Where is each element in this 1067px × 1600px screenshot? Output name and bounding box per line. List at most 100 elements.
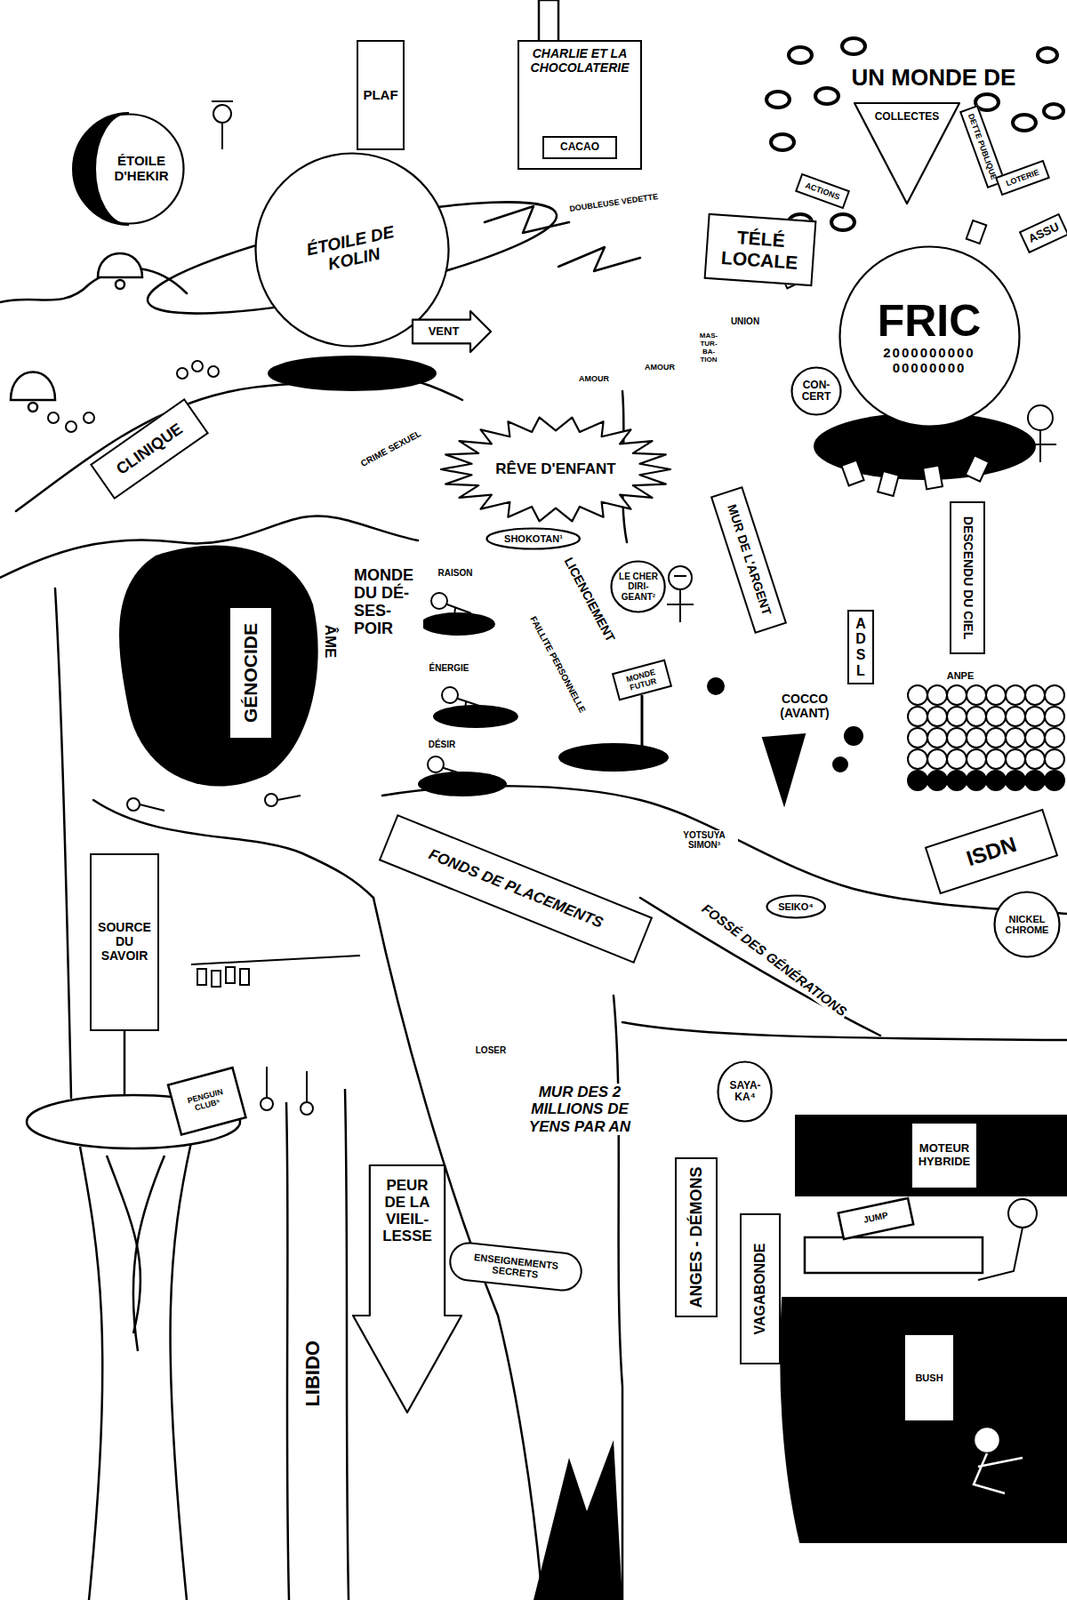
tiny-figure (213, 104, 232, 123)
tiny-figure (139, 804, 165, 811)
node-text: CON- CERT (798, 379, 835, 404)
fear-arrow: PEUR DE LA VIEIL- LESSE (352, 1164, 463, 1414)
node-text: ÉTOILE D'HEKIR (105, 153, 177, 185)
tiny-figure (221, 122, 224, 150)
tiny-figure (208, 366, 219, 378)
node-text: RÊVE D'ENFANT (484, 460, 627, 478)
bank-note (922, 465, 943, 490)
coin (788, 47, 812, 64)
banner-panel: VAGABONDE (739, 1213, 781, 1365)
genocide-blob (119, 545, 319, 787)
sign-board: PLAF (356, 40, 405, 151)
box-content: PEUR DE LA VIEIL- LESSE (374, 1177, 441, 1245)
tiny-figure (83, 412, 95, 424)
clothesline (300, 1102, 313, 1116)
speech-bubble: SAYA- KA⁴ (716, 1060, 773, 1124)
map-label: MONDE DU DÉ- SES- POIR (352, 566, 424, 639)
penguin-sign (168, 1067, 246, 1135)
label-box: BUSH (903, 1333, 955, 1423)
clothesline (260, 1098, 273, 1111)
node-text: PEUR DE LA VIEIL- LESSE (374, 1177, 441, 1245)
black-rocket (707, 678, 724, 695)
banner-panel: ANGES - DÉMONS (674, 1157, 718, 1318)
shape-outline (611, 561, 666, 612)
node-text: DESCENDU DU CIEL (960, 506, 975, 650)
penguin-sign (168, 1067, 246, 1135)
shape-outline (792, 368, 842, 416)
tree-platform (80, 1147, 103, 1600)
clothesline (225, 967, 235, 984)
terrain-line (16, 375, 463, 512)
box-content: ÉTOILE D'HEKIR (105, 153, 177, 185)
tv-box: TÉLÉ LOCALE (704, 213, 818, 287)
map-label: LIBIDO (302, 1339, 325, 1410)
planet-shadow (267, 355, 437, 392)
star-planet: ÉTOILE D'HEKIR (72, 112, 185, 225)
node-text: FONDS DE PLACEMENTS (393, 833, 639, 946)
coin (770, 134, 795, 151)
shape-outline (352, 1165, 462, 1413)
tag-box: ASSU (1018, 212, 1067, 253)
black-rocket (833, 757, 848, 772)
map-label: DÉSIR (426, 739, 458, 750)
shape-outline (74, 114, 185, 225)
clothesline (265, 1067, 268, 1099)
room-furniture (973, 1427, 1001, 1454)
coin (1012, 114, 1036, 131)
despair-pit (558, 743, 669, 772)
node-text: MONDE FUTUR (617, 665, 666, 695)
speech-bubble: LE CHER DIRI- GEANT² (609, 560, 666, 614)
room-furniture (804, 1237, 983, 1274)
coin (766, 38, 1064, 231)
clothesline (240, 969, 249, 986)
tree-platform (133, 1155, 165, 1352)
dark-room (780, 1115, 1067, 1543)
map-label: MUR DES 2 MILLIONS DE YENS PAR AN (523, 1083, 636, 1135)
map-label: LICENCIEMENT (559, 553, 618, 647)
box-content: VENT (424, 325, 464, 339)
node-text: VENT (424, 325, 464, 339)
map-label: LOSER (473, 1045, 508, 1056)
crawling-figure (441, 687, 458, 704)
clothesline (305, 1071, 308, 1103)
box-content: SOURCE DU SAVOIR (95, 921, 154, 963)
coin (815, 88, 839, 105)
black-rocket (762, 734, 805, 805)
fund-box: FONDS DE PLACEMENTS (378, 814, 653, 964)
money-ball: FRIC2000000000 00000000 (838, 245, 1021, 428)
crawling-figure (447, 604, 472, 623)
bank-note (877, 471, 899, 497)
dark-room (795, 1115, 1067, 1196)
box-content: ASSU (1026, 219, 1063, 246)
box-content: RÊVE D'ENFANT (484, 460, 627, 478)
box-content: TÉLÉ LOCALE (714, 225, 806, 274)
banner-panel: ADSL (847, 609, 875, 685)
coin (842, 38, 866, 55)
shape-outline (994, 892, 1060, 958)
bell-lamp (10, 372, 56, 402)
node-text: VAGABONDE (752, 1222, 769, 1356)
crowd (907, 706, 1065, 727)
dark-room (780, 1298, 1067, 1543)
box-content: ENSEIGNEMENTS SECRETS (454, 1250, 578, 1285)
room-furniture (804, 1198, 1023, 1494)
box-content: CLINIQUE (104, 413, 195, 485)
black-rocket (707, 678, 863, 805)
bell-lamp (28, 402, 38, 412)
node-text: CHARLIE ET LA CHOCOLATERIE (522, 47, 637, 75)
box-content: LOTERIE (1002, 166, 1044, 189)
clothesline (197, 969, 207, 986)
node-text: SAYA- KA⁴ (725, 1080, 765, 1105)
speech-bubble: SHOKOTAN¹ (485, 527, 581, 551)
node-text: BUSH (908, 1372, 950, 1384)
tiny-figure (211, 100, 233, 103)
factory-box: CHARLIE ET LA CHOCOLATERIECACAO (517, 40, 642, 170)
map-label: AMOUR (642, 362, 677, 372)
tiny-figure (277, 795, 301, 801)
isdn-bar: ISDN (924, 809, 1059, 896)
tag-box: ACTIONS (794, 173, 851, 210)
banner-panel: DESCENDU DU CIEL (949, 501, 986, 655)
tiny-figure (666, 589, 694, 623)
black-spike (533, 1440, 623, 1600)
map-label: COCCO (AVANT) (771, 692, 838, 721)
